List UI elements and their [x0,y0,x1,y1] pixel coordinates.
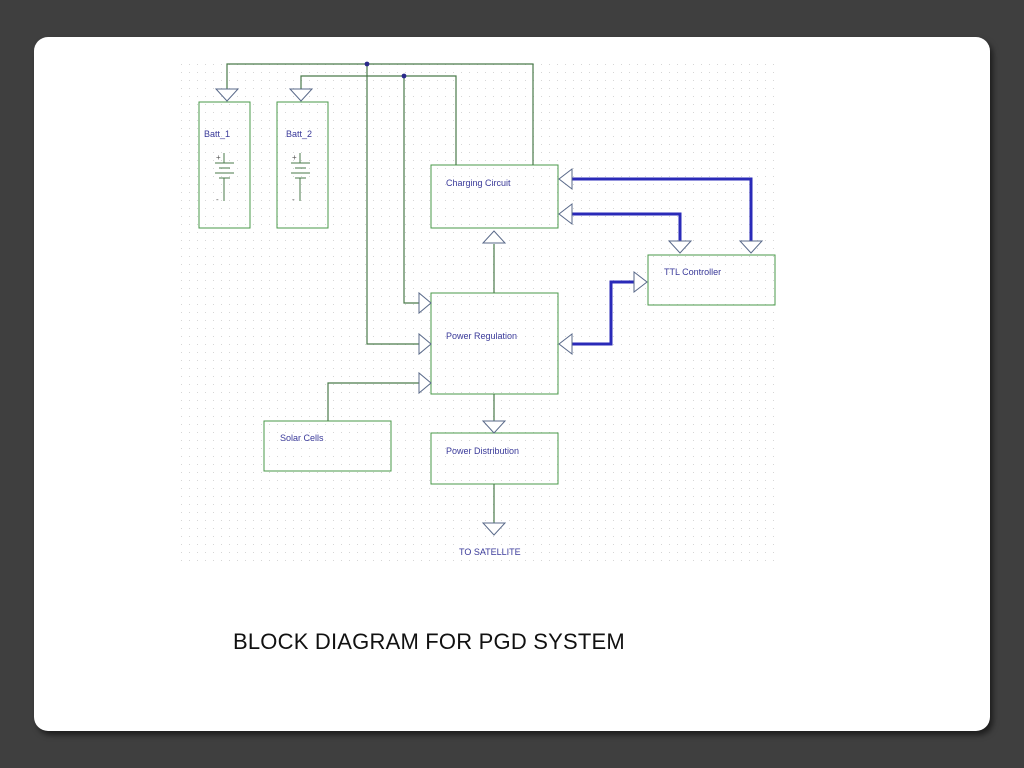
ttl-controller-label: TTL Controller [664,267,721,277]
bus-charging-ttl-left [572,212,682,241]
junction-dot [401,73,407,79]
solar-cells-label: Solar Cells [280,433,324,443]
wire-batt2-charging [300,75,457,165]
batt-1-port-arrow [214,88,240,102]
wire-solar-regulation [327,382,419,421]
wire-junction-middle [366,64,419,345]
regulation-right-arrow [558,332,573,356]
batt-2-label: Batt_2 [286,129,312,139]
batt-1-minus-label: - [216,195,219,204]
grid-background [180,57,780,567]
block-diagram: + - + - Batt_1 Batt_2 Charging Circuit T… [180,57,780,567]
bus-charging-ttl-right [572,177,753,241]
batt-1-label: Batt_1 [204,129,230,139]
power-distribution-label: Power Distribution [446,446,519,456]
charging-circuit-block [430,164,559,229]
junction-dot [364,61,370,67]
batt-1-symbol [215,153,234,201]
wire-junction-upper [403,76,419,304]
distribution-input-arrow [481,420,507,434]
batt-2-port-arrow [288,88,314,102]
batt-1-block [198,101,251,229]
regulation-input-arrow [418,371,432,395]
charging-port-arrow [558,202,573,226]
ttl-port-arrow [738,240,764,254]
batt-1-plus-label: + [216,153,221,162]
charging-bottom-arrow [481,230,507,244]
wire-batt1-charging [226,63,534,165]
batt-2-minus-label: - [292,195,295,204]
ttl-controller-block [647,254,776,306]
regulation-input-arrow [418,332,432,356]
ttl-port-arrow [667,240,693,254]
to-satellite-label: TO SATELLITE [459,547,521,557]
batt-2-block [276,101,329,229]
bus-regulation-ttl [572,280,634,346]
charging-circuit-label: Charging Circuit [446,178,511,188]
batt-2-symbol [291,153,310,201]
regulation-input-arrow [418,291,432,315]
slide: + - + - Batt_1 Batt_2 Charging Circuit T… [34,37,990,731]
diagram-caption: BLOCK DIAGRAM FOR PGD SYSTEM [233,629,625,654]
batt-2-plus-label: + [292,153,297,162]
power-regulation-label: Power Regulation [446,331,517,341]
charging-port-arrow [558,167,573,191]
satellite-arrow [481,522,507,536]
ttl-left-port-arrow [633,270,648,294]
